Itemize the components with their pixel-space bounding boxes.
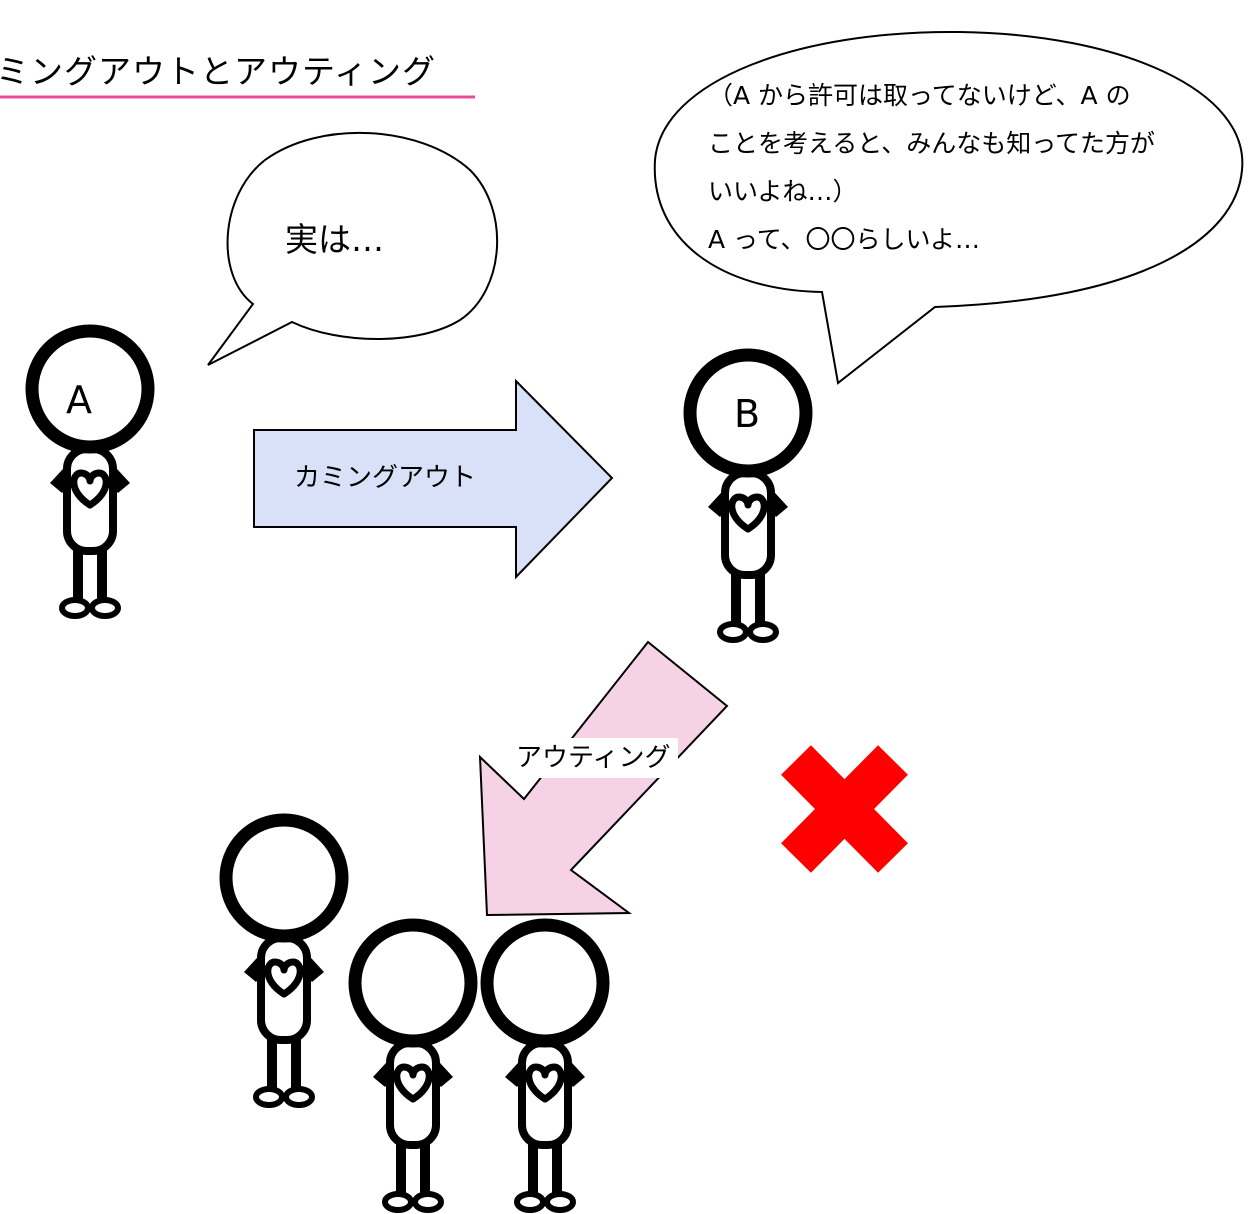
outing-label: アウティング bbox=[508, 738, 679, 778]
person-icon bbox=[355, 925, 471, 1210]
coming-out-label: カミングアウト bbox=[294, 463, 477, 493]
cross-mark-icon bbox=[781, 745, 908, 873]
person-a-label: A bbox=[66, 378, 92, 422]
speech-line: ことを考えると、みんなも知ってた方が bbox=[708, 129, 1156, 158]
speech-line: A って、〇〇らしいよ… bbox=[708, 225, 981, 254]
person-d bbox=[355, 925, 471, 1210]
person-icon bbox=[487, 925, 603, 1210]
speech-text-b: （A から許可は取ってないけど、A の ことを考えると、みんなも知ってた方が い… bbox=[708, 72, 1188, 264]
coming-out-arrow bbox=[253, 378, 614, 580]
person-e bbox=[487, 925, 603, 1210]
speech-bubble-a bbox=[207, 131, 499, 366]
person-b-label: B bbox=[734, 392, 761, 436]
person-icon bbox=[32, 331, 148, 616]
speech-line: いいよね…） bbox=[708, 177, 858, 206]
speech-bubble-b bbox=[653, 30, 1244, 385]
person-a bbox=[32, 331, 148, 616]
page-title: ミングアウトとアウティング bbox=[0, 52, 437, 91]
person-icon bbox=[226, 820, 342, 1105]
person-c bbox=[226, 820, 342, 1105]
outing-arrow bbox=[478, 640, 729, 917]
speech-text-a: 実は… bbox=[285, 220, 384, 259]
speech-line: （A から許可は取ってないけど、A の bbox=[708, 81, 1131, 110]
